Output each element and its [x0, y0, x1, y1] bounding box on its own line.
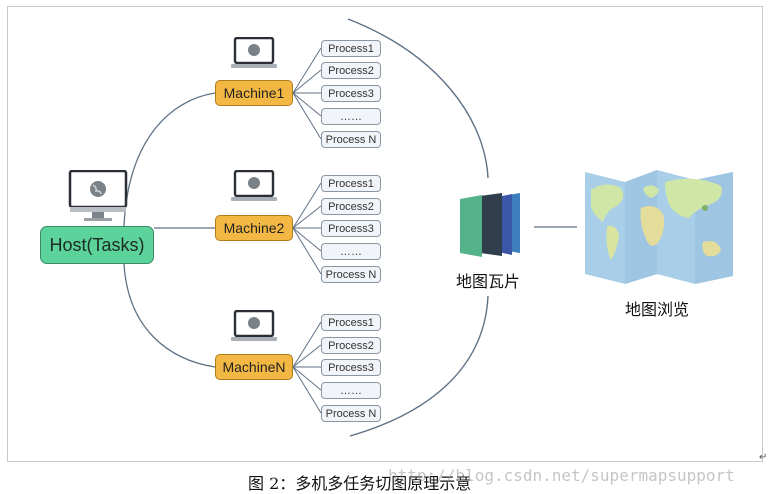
- machine-node-n: MachineN: [215, 354, 293, 380]
- map-view-label: 地图浏览: [625, 300, 690, 319]
- process-node: Process3: [321, 220, 381, 237]
- laptop-icon: [231, 37, 277, 68]
- process-node: Process N: [321, 405, 381, 422]
- upper-collect-arc: [347, 18, 489, 179]
- process-node: Process N: [321, 266, 381, 283]
- diagram-frame: [7, 6, 763, 462]
- machine1-process-fan: [292, 47, 322, 140]
- machine-node-2: Machine2: [215, 215, 293, 241]
- corner-mark: ↵: [759, 452, 768, 463]
- process-node: Process3: [321, 85, 381, 102]
- laptop-icon: [231, 170, 277, 201]
- host-to-machineN-connector: [123, 263, 216, 368]
- host-to-machine1-connector: [123, 92, 216, 227]
- process-node: ……: [321, 382, 381, 399]
- watermark-text: http://blog.csdn.net/supermapsupport: [388, 466, 735, 485]
- host-node: Host(Tasks): [40, 226, 154, 264]
- process-node: Process1: [321, 314, 381, 331]
- tiles-label: 地图瓦片: [456, 272, 521, 291]
- figure-caption: 图 2：多机多任务切图原理示意: [248, 474, 472, 493]
- process-node: Process2: [321, 62, 381, 79]
- process-node: ……: [321, 243, 381, 260]
- process-node: Process3: [321, 359, 381, 376]
- process-node: ……: [321, 108, 381, 125]
- machine2-process-fan: [292, 182, 322, 275]
- laptop-icon: [231, 310, 277, 341]
- computer-icon: [68, 170, 128, 221]
- process-node: Process1: [321, 175, 381, 192]
- process-node: Process2: [321, 337, 381, 354]
- process-node: Process2: [321, 198, 381, 215]
- world-map-icon: [585, 170, 733, 284]
- lower-collect-arc: [349, 295, 489, 437]
- machine-node-1: Machine1: [215, 80, 293, 106]
- map-tiles-icon: [460, 193, 520, 257]
- process-node: Process N: [321, 131, 381, 148]
- machineN-process-fan: [292, 321, 322, 414]
- process-node: Process1: [321, 40, 381, 57]
